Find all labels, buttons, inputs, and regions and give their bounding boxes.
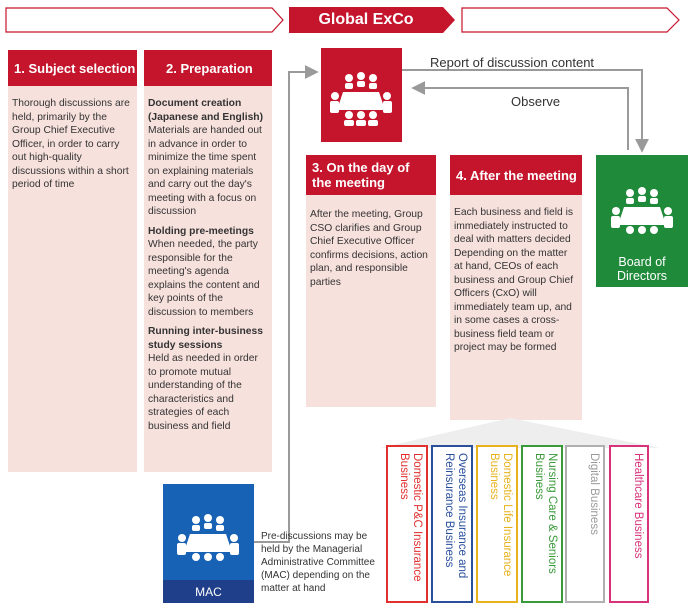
step-4-body: Each business and field is immediately i… [454,207,574,353]
top-chevron-bar [5,7,680,33]
business-domestic-pc: Domestic P&C Insurance Business [386,445,428,603]
doc-creation-text: Materials are handed out in advance in o… [148,125,262,217]
exco-meeting-icon [321,48,402,142]
mac-box: MAC [163,484,254,603]
step-2-header: 2. Preparation [144,50,272,86]
step-4-panel [450,155,582,420]
doc-creation-heading: Document creation (Japanese and English) [148,98,264,123]
meeting-table-icon [330,72,392,126]
left-chevron [5,7,284,33]
business-overseas: Overseas Insurance and Reinsurance Busin… [431,445,473,603]
mac-arrow [254,65,319,543]
page-title: Global ExCo [318,11,414,28]
business-fan [380,418,660,448]
step-3-body: After the meeting, Group CSO clarifies a… [310,209,428,288]
observe-label: Observe [511,94,561,109]
step-2-panel [144,50,272,472]
business-healthcare: Healthcare Business [609,445,649,603]
report-arrow [402,69,649,153]
study-sessions-heading: Running inter-business study sessions [148,326,263,351]
step-2-body: Document creation (Japanese and English)… [148,97,269,439]
pre-meetings-text: When needed, the party responsible for t… [148,239,260,318]
step-1-panel [8,50,137,472]
step-3-panel [306,155,436,407]
observe-arrow [411,81,629,150]
board-meeting-icon [611,187,673,234]
title-chevron [289,7,455,33]
business-domestic-life: Domestic Life Insurance Business [476,445,518,603]
step-4-header: 4. After the meeting [450,155,582,195]
pre-meetings-heading: Holding pre-meetings [148,225,254,237]
step-1-header: 1. Subject selection [8,50,137,86]
right-chevron [461,7,680,33]
business-nursing-care: Nursing Care & Seniors Business [521,445,563,603]
business-digital: Digital Business [565,445,605,603]
report-label: Report of discussion content [430,55,595,70]
study-sessions-text: Held as needed in order to promote mutua… [148,353,258,432]
mac-note: Pre-discussions may be held by the Manag… [261,531,375,594]
mac-label: MAC [163,580,254,603]
step-1-body: Thorough discussions are held, primarily… [12,98,130,190]
step-3-header: 3. On the day of the meeting [306,155,436,195]
board-of-directors-box: Board of Directors [596,155,688,287]
mac-meeting-icon [177,514,239,561]
board-label: Board of Directors [616,255,667,283]
